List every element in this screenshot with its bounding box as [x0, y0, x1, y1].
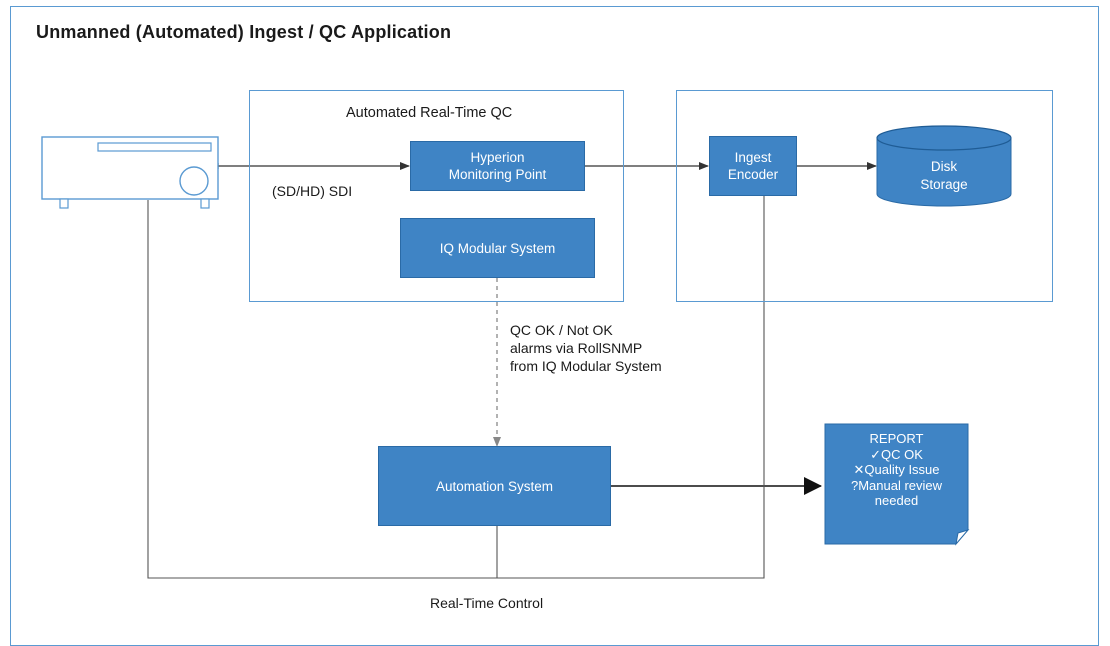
- ingest-encoder-line-1: Ingest: [734, 150, 772, 165]
- hyperion-line-1: Hyperion: [470, 150, 525, 165]
- check-icon: ✓: [870, 446, 881, 462]
- report-item-quality-issue-label: Quality Issue: [864, 462, 940, 477]
- disk-storage: Disk Storage: [877, 158, 1011, 194]
- real-time-control-label: Real-Time Control: [430, 595, 544, 611]
- real-time-control-connector: [147, 196, 765, 579]
- alarm-note: QC OK / Not OK alarms via RollSNMP from …: [510, 321, 662, 375]
- alarm-note-line-3: from IQ Modular System: [510, 358, 662, 374]
- disk-storage-icon: [876, 125, 1012, 207]
- report-item-qc-ok: ✓QC OK: [825, 447, 968, 463]
- ingest-encoder-line-2: Encoder: [727, 167, 779, 182]
- report-heading: REPORT: [869, 431, 924, 446]
- ingest-group: [676, 90, 1053, 302]
- ingest-encoder: Ingest Encoder: [709, 136, 797, 196]
- report-item-manual-review: ?Manual review: [825, 478, 968, 494]
- cross-icon: ✕: [853, 462, 865, 477]
- iq-modular-system: IQ Modular System: [400, 218, 595, 278]
- disk-storage-line-1: Disk: [930, 159, 958, 174]
- report-item-manual-review-label: Manual review: [858, 477, 943, 493]
- automated-qc-group: [249, 90, 624, 302]
- report-item-quality-issue: ✕Quality Issue: [825, 462, 968, 478]
- alarm-note-line-1: QC OK / Not OK: [510, 322, 613, 338]
- sdi-label: (SD/HD) SDI: [272, 183, 353, 199]
- iq-modular-label: IQ Modular System: [439, 240, 556, 256]
- report-item-qc-ok-label: QC OK: [881, 446, 923, 462]
- report-document-icon: [824, 423, 970, 546]
- hyperion-line-2: Monitoring Point: [448, 167, 547, 182]
- automated-qc-group-label: Automated Real-Time QC: [346, 105, 513, 121]
- question-icon: ?: [850, 477, 859, 493]
- report: REPORT ✓QC OK ✕Quality Issue ?Manual rev…: [825, 431, 968, 509]
- hyperion-monitoring-point: Hyperion Monitoring Point: [410, 141, 585, 191]
- automation-system-label: Automation System: [435, 478, 554, 494]
- alarm-note-line-2: alarms via RollSNMP: [510, 340, 643, 356]
- vtr-deck-icon: [41, 136, 219, 209]
- automation-system: Automation System: [378, 446, 611, 526]
- report-item-manual-review-line-2: needed: [874, 493, 919, 508]
- diagram-title: Unmanned (Automated) Ingest / QC Applica…: [36, 22, 452, 42]
- disk-storage-line-2: Storage: [920, 177, 968, 192]
